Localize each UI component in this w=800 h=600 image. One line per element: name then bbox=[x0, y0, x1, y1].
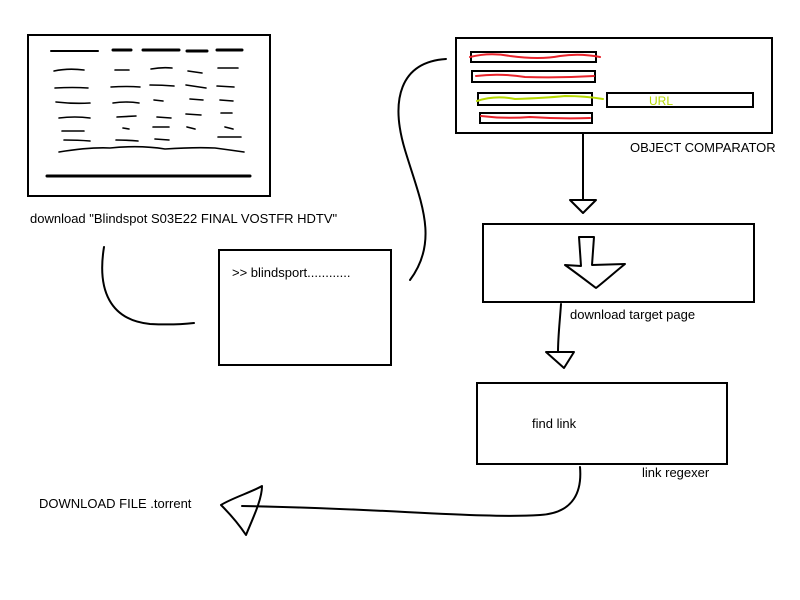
arrow-head bbox=[545, 351, 575, 369]
download-file-caption: DOWNLOAD FILE .torrent bbox=[39, 496, 192, 511]
prompt-text: >> blindsport............ bbox=[232, 265, 351, 280]
connector-curve bbox=[241, 466, 582, 517]
search-results-page bbox=[27, 34, 271, 197]
connector-curve bbox=[397, 58, 447, 281]
download-target-page-caption: download target page bbox=[570, 307, 696, 322]
download-target-page-box bbox=[482, 223, 755, 303]
connector-curve bbox=[101, 246, 195, 326]
download-arrow-icon bbox=[564, 236, 626, 289]
comparator-highlights bbox=[469, 53, 604, 120]
link-regexer-box bbox=[476, 382, 728, 465]
prompt-box bbox=[218, 249, 392, 366]
search-caption: download "Blindspot S03E22 FINAL VOSTFR … bbox=[30, 211, 338, 226]
arrow-head bbox=[569, 199, 597, 214]
object-comparator-box bbox=[455, 37, 773, 134]
link-regexer-caption: link regexer bbox=[642, 465, 710, 480]
results-rows bbox=[53, 66, 245, 153]
arrow-head bbox=[220, 485, 263, 536]
connector-line bbox=[557, 303, 562, 353]
object-comparator-caption: OBJECT COMPARATOR bbox=[630, 140, 776, 155]
find-link-text: find link bbox=[532, 416, 577, 431]
comparator-fields bbox=[470, 51, 754, 124]
url-label: URL bbox=[649, 94, 674, 108]
